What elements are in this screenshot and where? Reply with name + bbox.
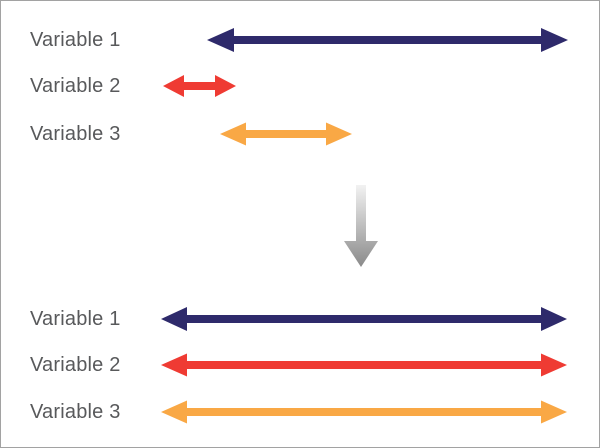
- before-variable-3-label: Variable 3: [30, 123, 121, 145]
- before-variable-1-label: Variable 1: [30, 29, 121, 51]
- after-variable-3-label: Variable 3: [30, 401, 121, 423]
- after-variable-2-range-arrow: [161, 353, 567, 377]
- after-variable-1-range-arrow: [161, 307, 567, 331]
- after-variable-2-label: Variable 2: [30, 354, 121, 376]
- after-variable-3-range-arrow: [161, 400, 567, 424]
- transform-down-arrow-icon: [344, 185, 378, 267]
- before-variable-2-range-arrow: [163, 75, 236, 97]
- after-variable-1-label: Variable 1: [30, 308, 121, 330]
- before-variable-1-range-arrow: [207, 28, 568, 52]
- before-variable-2-label: Variable 2: [30, 75, 121, 97]
- before-variable-3-range-arrow: [220, 122, 352, 146]
